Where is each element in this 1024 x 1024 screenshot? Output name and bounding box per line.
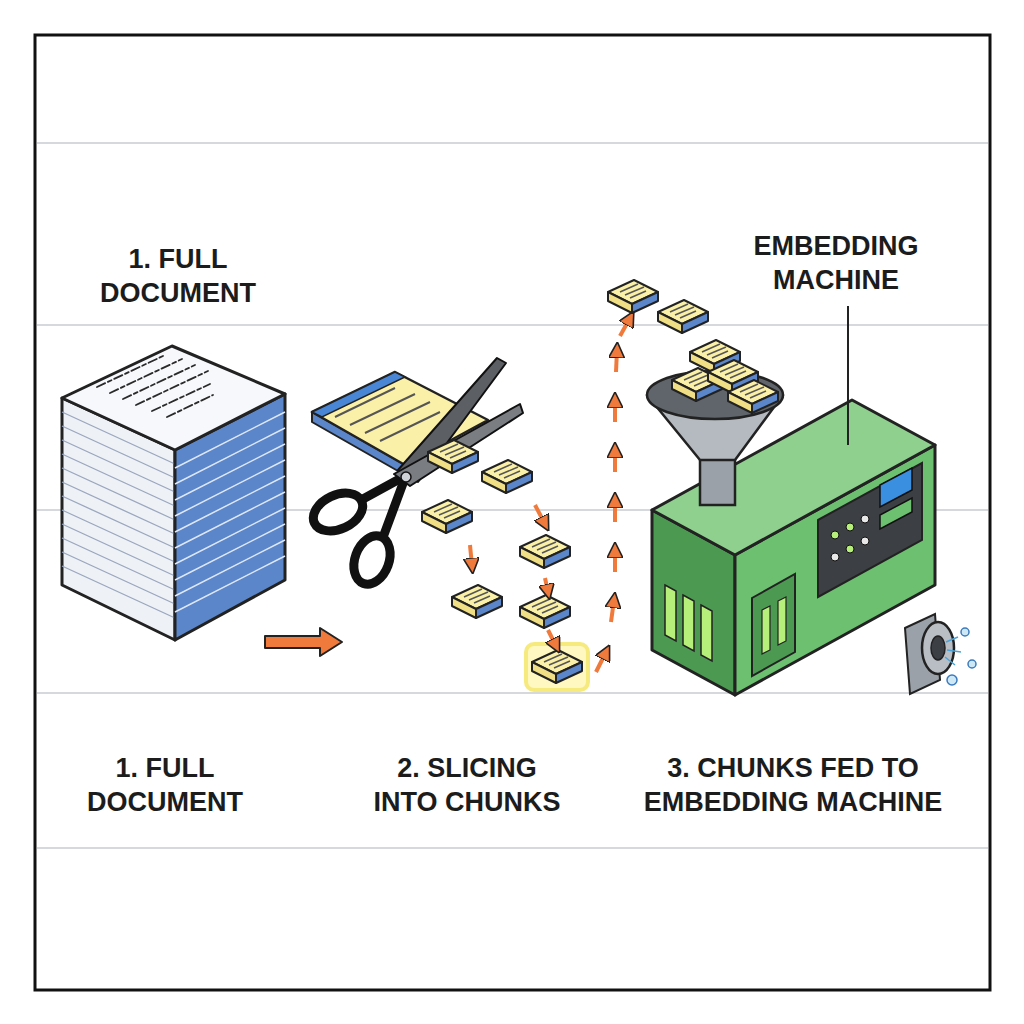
rule-line <box>37 692 988 694</box>
rule-line <box>37 142 988 144</box>
label-holder: 2. SLICING INTO CHUNKS <box>367 752 567 820</box>
control-panel <box>818 463 922 597</box>
leader-line <box>847 306 849 445</box>
chunk <box>428 440 478 473</box>
chunk <box>728 380 778 413</box>
panel-button <box>846 545 854 553</box>
label-holder: EMBEDDING MACHINE <box>721 230 951 298</box>
up-arrow <box>596 652 606 672</box>
scissors-arm <box>382 478 405 540</box>
bubble <box>968 660 976 668</box>
flow-arrow <box>265 628 342 656</box>
step-label: 3. CHUNKS FED TO EMBEDDING MACHINE <box>623 752 963 820</box>
chunk <box>452 585 502 618</box>
small-arrow <box>470 545 472 566</box>
document-top <box>62 346 285 450</box>
chunk <box>520 535 570 568</box>
scissors-pivot <box>401 472 411 482</box>
small-arrow <box>548 630 556 646</box>
card-band <box>312 372 405 417</box>
up-arrow <box>616 350 617 372</box>
chunk <box>532 650 582 683</box>
bubble <box>961 628 969 636</box>
label-holder: 3. CHUNKS FED TO EMBEDDING MACHINE <box>623 752 963 820</box>
rule-line <box>37 324 988 326</box>
up-arrow <box>613 550 617 572</box>
up-arrow <box>611 600 614 622</box>
handwriting <box>97 356 213 417</box>
up-arrow <box>613 500 617 522</box>
chunk <box>520 595 570 628</box>
vent <box>683 595 694 651</box>
chunk <box>658 300 708 333</box>
door-light <box>778 597 786 645</box>
label-holder: 1. FULL DOCUMENT <box>78 243 278 311</box>
chunk <box>608 280 658 313</box>
small-arrow <box>535 505 545 524</box>
machine-door <box>752 574 795 676</box>
nozzle-hole <box>931 636 945 660</box>
panel-button <box>846 523 854 531</box>
panel-button <box>831 553 839 561</box>
up-arrow <box>613 450 617 472</box>
label-holder: 1. FULL DOCUMENT <box>65 752 265 820</box>
step-label: 1. FULL DOCUMENT <box>78 243 278 311</box>
panel-screen <box>880 498 912 529</box>
sparkle <box>945 637 961 665</box>
frame <box>35 35 990 990</box>
panel-button <box>831 531 839 539</box>
rule-line <box>37 847 988 849</box>
scissors-handle <box>347 531 396 590</box>
nozzle-mouth <box>922 622 954 674</box>
chunk-glow <box>526 644 588 690</box>
chunk <box>482 460 532 493</box>
chunk <box>422 500 472 533</box>
step-label: 2. SLICING INTO CHUNKS <box>367 752 567 820</box>
vent <box>701 605 712 661</box>
door-light <box>762 606 770 654</box>
step-label: EMBEDDING MACHINE <box>721 230 951 298</box>
vent <box>665 585 676 641</box>
scissors-handle <box>307 486 368 539</box>
step-label: 1. FULL DOCUMENT <box>65 752 265 820</box>
panel-button <box>861 515 869 523</box>
small-arrow <box>545 578 548 592</box>
card-lines <box>335 388 440 441</box>
up-arrow <box>613 400 617 422</box>
bubble <box>947 675 957 685</box>
up-arrow <box>620 318 630 336</box>
panel-button <box>861 537 869 545</box>
funnel-spout <box>700 455 735 505</box>
